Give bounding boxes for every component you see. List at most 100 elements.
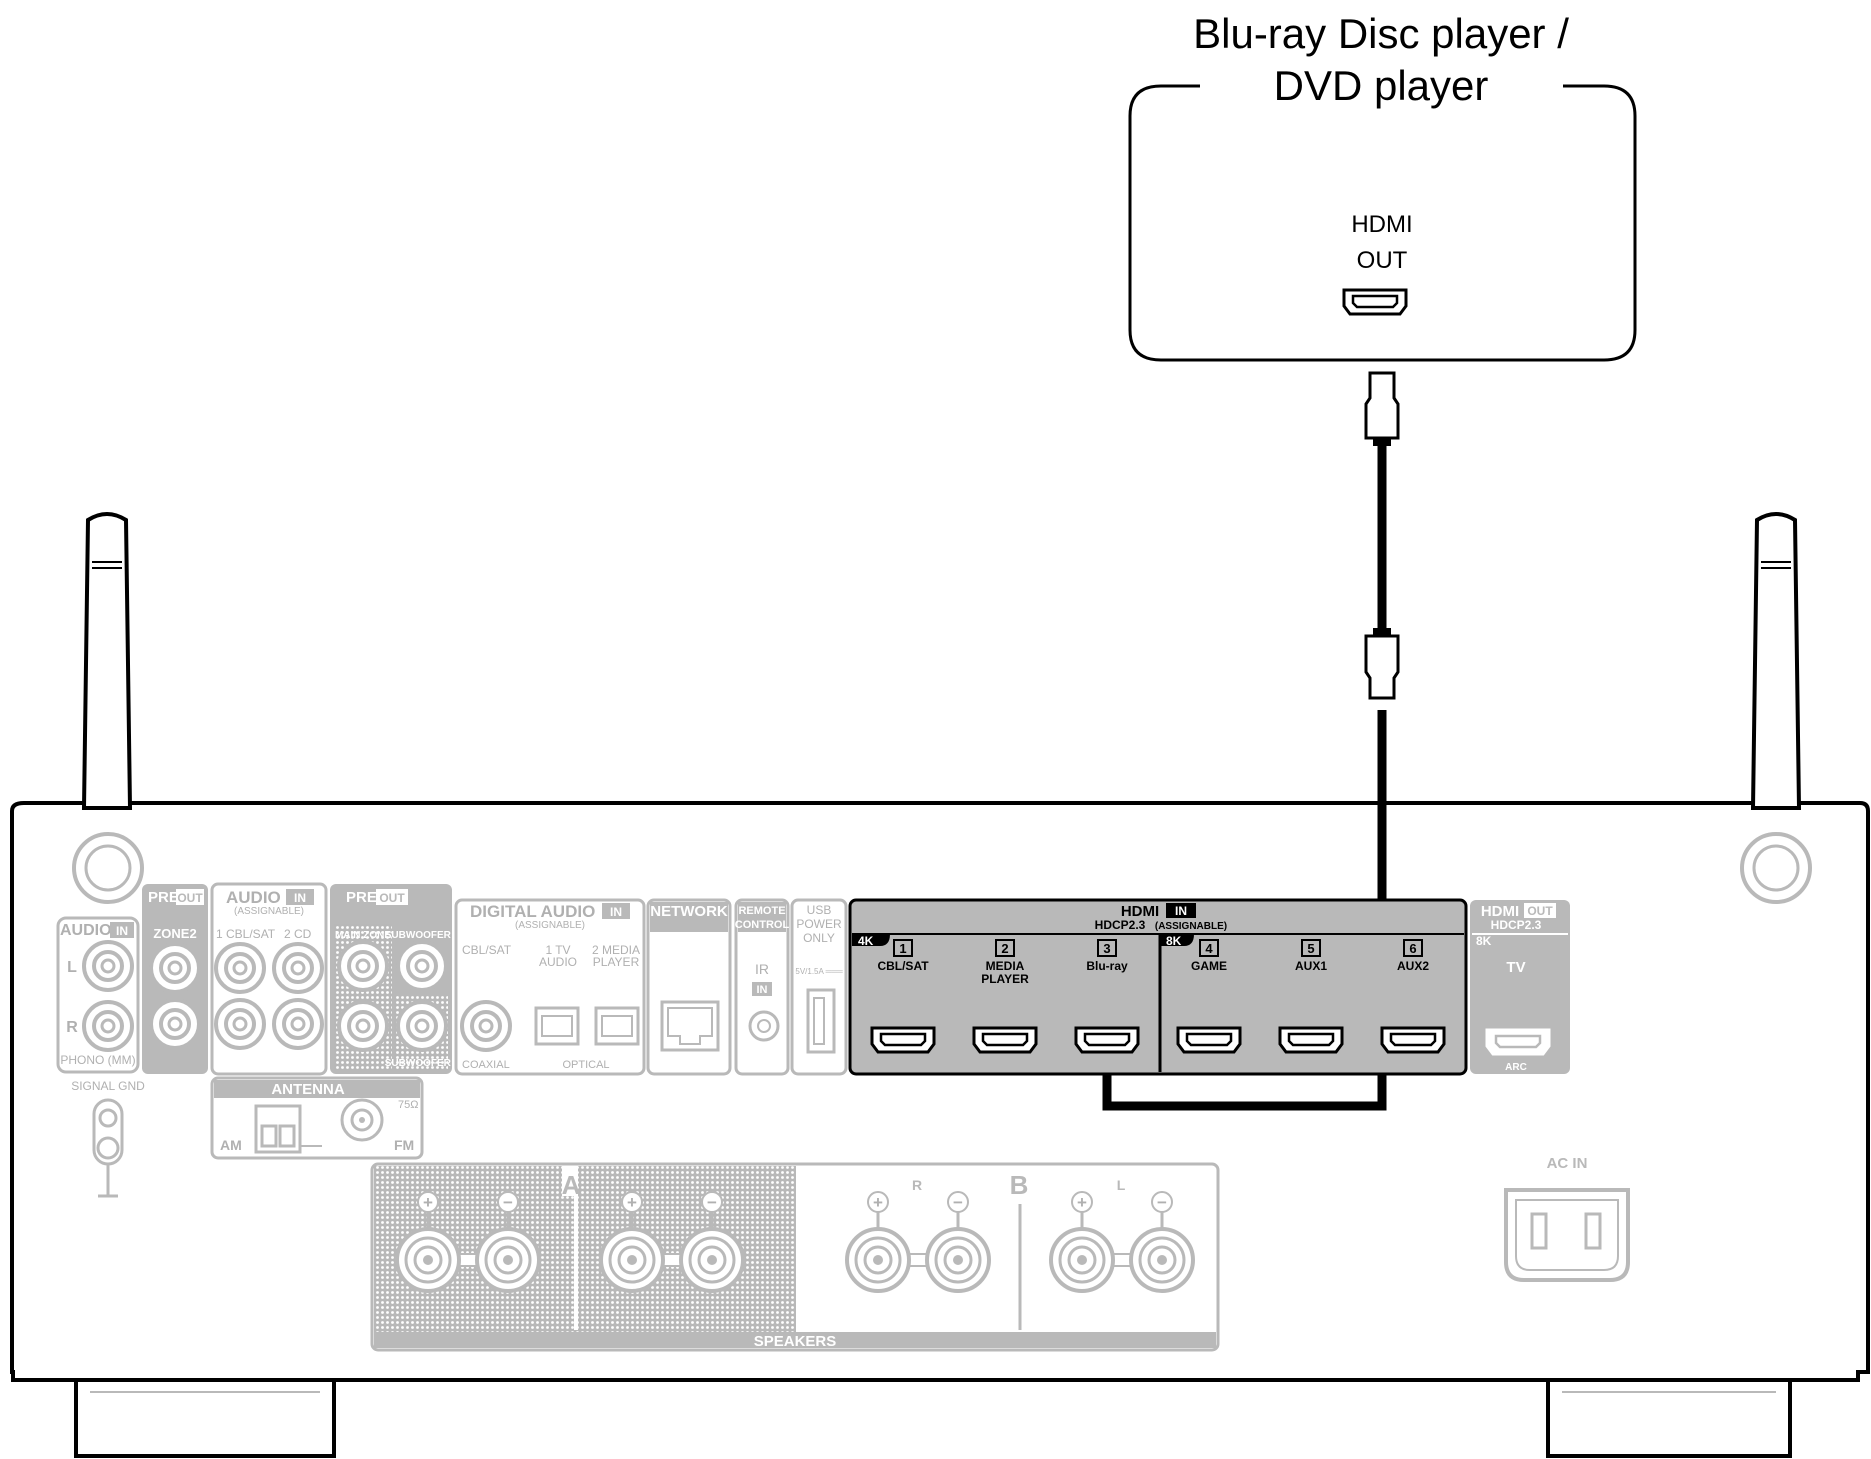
lan-port[interactable]	[660, 1000, 720, 1052]
svg-text:DIGITAL AUDIO: DIGITAL AUDIO	[470, 902, 595, 921]
hdmi-out-label-line2: OUT	[1357, 247, 1408, 274]
cable-neck-mid	[1373, 628, 1391, 636]
svg-text:AUDIO: AUDIO	[226, 888, 281, 907]
svg-text:5V/1.5A ═══: 5V/1.5A ═══	[795, 967, 843, 976]
svg-text:MAIN ZONE: MAIN ZONE	[335, 930, 391, 941]
svg-text:CBL/SAT: CBL/SAT	[462, 943, 512, 957]
ac-in-panel: AC IN	[1504, 1155, 1630, 1282]
phono-l-jack[interactable]	[82, 940, 134, 992]
ac-inlet[interactable]	[1504, 1188, 1630, 1282]
audio-in-cbl-l-jack[interactable]	[214, 942, 266, 994]
zone2-l-jack[interactable]	[149, 942, 201, 994]
svg-text:REMOTE: REMOTE	[738, 905, 785, 917]
fm-terminal[interactable]	[340, 1098, 384, 1142]
coaxial-jack[interactable]	[460, 1000, 512, 1052]
svg-text:75Ω: 75Ω	[398, 1099, 418, 1111]
svg-text:ARC: ARC	[1505, 1062, 1527, 1073]
svg-text:IN: IN	[294, 891, 306, 905]
svg-text:USB: USB	[807, 903, 832, 917]
svg-text:(ASSIGNABLE): (ASSIGNABLE)	[234, 906, 304, 917]
plus-icon: +	[1077, 1193, 1087, 1212]
speaker-terminal-2-minus[interactable]: −	[679, 1191, 745, 1293]
subwoofer2-jack[interactable]	[396, 1000, 448, 1052]
main-zone-r-jack[interactable]	[337, 1000, 389, 1052]
subwoofer1-jack[interactable]	[396, 940, 448, 992]
speaker-terminal-4-minus[interactable]: −	[1129, 1191, 1195, 1293]
svg-text:IN: IN	[116, 924, 128, 938]
hdmi-port-icon	[870, 1026, 936, 1054]
svg-text:IN: IN	[1175, 904, 1187, 918]
svg-text:POWER: POWER	[796, 917, 842, 931]
optical-tv-jack[interactable]	[534, 1006, 580, 1046]
main-zone-l-jack[interactable]	[337, 940, 389, 992]
speaker-terminal-1-minus[interactable]: −	[475, 1191, 541, 1293]
am-terminal[interactable]	[254, 1104, 322, 1154]
network-panel: NETWORK	[646, 898, 732, 1076]
hdmi-port-icon	[1380, 1026, 1446, 1054]
zone2-r-jack[interactable]	[149, 998, 201, 1050]
svg-text:R: R	[66, 1019, 78, 1036]
svg-text:SPEAKERS: SPEAKERS	[754, 1333, 837, 1350]
hdmi-in-port-number: 2	[1001, 941, 1008, 956]
audio-in-cd-r-jack[interactable]	[272, 998, 324, 1050]
antenna-right	[1740, 512, 1812, 904]
svg-text:AUDIO: AUDIO	[60, 922, 112, 939]
svg-text:FM: FM	[394, 1137, 414, 1153]
hdmi-port-icon	[1176, 1026, 1242, 1054]
signal-gnd-terminal[interactable]	[92, 1098, 124, 1198]
binding-post-icon	[475, 1227, 541, 1293]
optical-media-player-jack[interactable]	[594, 1006, 640, 1046]
minus-icon: −	[1157, 1193, 1167, 1212]
hdmi-in-port-label: GAME	[1191, 959, 1227, 973]
hdmi-out-panel: HDMI OUT HDCP2.3 8K TV ARC	[1470, 900, 1570, 1074]
binding-post-icon	[1049, 1227, 1115, 1293]
phono-r-jack[interactable]	[82, 1000, 134, 1052]
binding-post-icon	[599, 1227, 665, 1293]
hdmi-port-icon	[1074, 1026, 1140, 1054]
pre-out-zone2-panel: PRE OUT ZONE2	[142, 884, 208, 1074]
svg-text:2 CD: 2 CD	[284, 927, 312, 941]
plus-icon: +	[423, 1193, 433, 1212]
svg-text:COAXIAL: COAXIAL	[462, 1059, 510, 1071]
pre-out-main-panel: PRE OUT MAIN ZONE SUBWOOFER 1 SUBWOOFER …	[330, 884, 460, 1074]
receiver-chassis	[10, 801, 1870, 1458]
svg-text:L: L	[67, 959, 77, 976]
cable-plug-top	[1364, 371, 1400, 440]
audio-in-phono-panel: AUDIO IN L R PHONO (MM) SIGNAL GND	[56, 916, 145, 1198]
hdmi-in-port-number: 3	[1103, 941, 1110, 956]
plus-icon: +	[627, 1193, 637, 1212]
speaker-terminal-3-minus[interactable]: −	[925, 1191, 991, 1293]
svg-text:8K: 8K	[1166, 934, 1182, 948]
audio-in-cbl-r-jack[interactable]	[214, 998, 266, 1050]
svg-text:AC IN: AC IN	[1547, 1155, 1588, 1172]
usb-port[interactable]	[806, 988, 836, 1054]
svg-text:1 CBL/SAT: 1 CBL/SAT	[216, 927, 276, 941]
hdmi-out-tv-port[interactable]	[1485, 1028, 1551, 1056]
speaker-terminal-2-plus[interactable]: +	[599, 1191, 665, 1293]
svg-text:NETWORK: NETWORK	[650, 903, 728, 920]
speakers-panel: SPEAKERS A B R L +−+−+−+−	[370, 1162, 1220, 1352]
audio-in-cd-l-jack[interactable]	[272, 942, 324, 994]
hdmi-in-port-number: 6	[1409, 941, 1416, 956]
foot-left	[74, 1380, 336, 1458]
svg-text:AUDIO: AUDIO	[539, 955, 577, 969]
hdmi-out-port[interactable]	[1342, 288, 1408, 316]
svg-text:A: A	[562, 1170, 581, 1200]
digital-audio-panel: DIGITAL AUDIO IN (ASSIGNABLE) CBL/SAT 1 …	[454, 898, 646, 1076]
hdmi-in-port-number: 1	[899, 941, 906, 956]
speaker-terminal-1-plus[interactable]: +	[395, 1191, 461, 1293]
svg-text:AM: AM	[220, 1137, 242, 1153]
svg-text:(ASSIGNABLE): (ASSIGNABLE)	[515, 920, 585, 931]
speaker-terminal-4-plus[interactable]: +	[1049, 1191, 1115, 1293]
ir-in-jack[interactable]	[748, 1010, 780, 1042]
speaker-terminal-3-plus[interactable]: +	[845, 1191, 911, 1293]
hdmi-in-port-label: CBL/SAT	[877, 959, 929, 973]
svg-text:ONLY: ONLY	[803, 931, 835, 945]
svg-text:PLAYER: PLAYER	[593, 955, 640, 969]
